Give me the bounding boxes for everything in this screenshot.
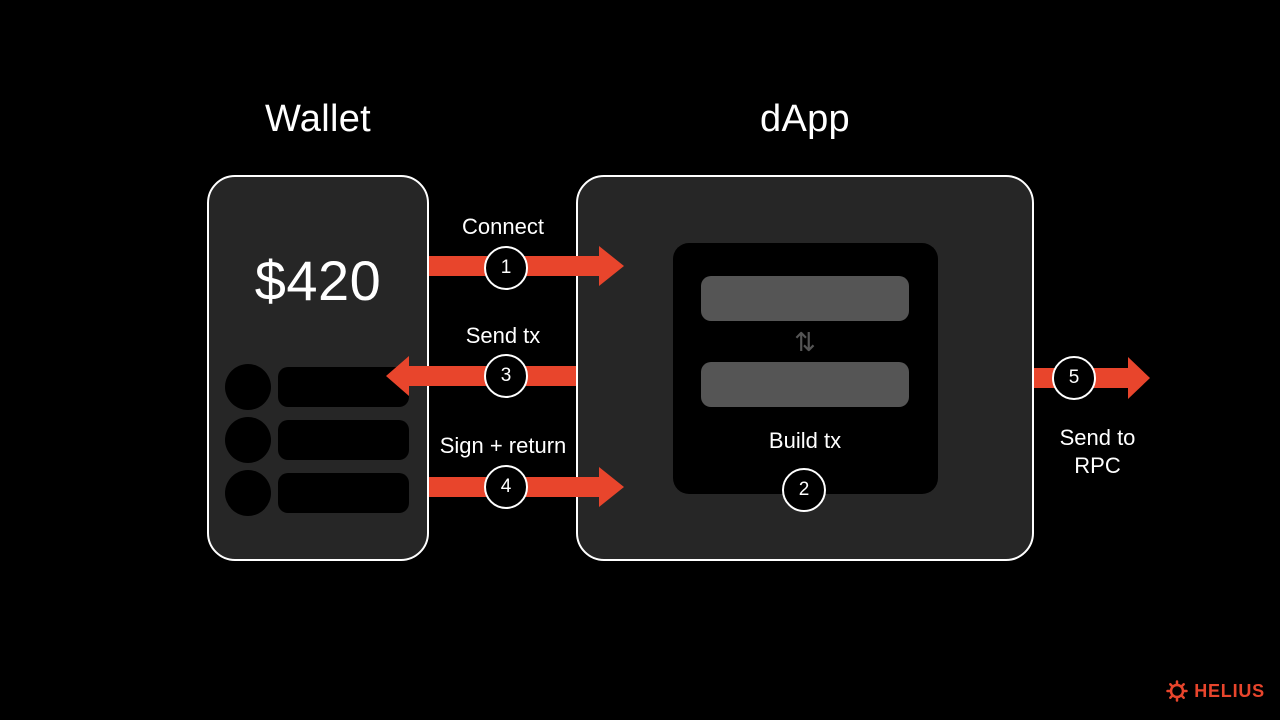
step-4-badge: 4: [484, 465, 528, 509]
step-send-rpc-label-line1: Send to: [1059, 425, 1136, 450]
step-5-badge: 5: [1052, 356, 1096, 400]
step-2-badge: 2: [782, 468, 826, 512]
wallet-token-avatar: [225, 470, 271, 516]
wallet-token-avatar: [225, 417, 271, 463]
step-send-rpc-label-line2: RPC: [1074, 453, 1121, 478]
step-send-rpc-label: Send to RPC: [1040, 424, 1155, 480]
dapp-title: dApp: [760, 98, 850, 140]
helius-logo: HELIUS: [1166, 680, 1265, 702]
wallet-title: Wallet: [265, 98, 371, 140]
wallet-token-bar: [278, 367, 409, 407]
swap-input-field: [701, 276, 909, 321]
wallet-token-bar: [278, 420, 409, 460]
step-send-tx-label: Send tx: [465, 323, 541, 348]
wallet-token-avatar: [225, 364, 271, 410]
swap-output-field: [701, 362, 909, 407]
swap-arrows-icon: ⇅: [794, 327, 816, 357]
arrow-send-tx: [386, 356, 576, 396]
step-connect-label: Connect: [462, 214, 544, 239]
wallet-balance: $420: [254, 249, 382, 312]
helius-logo-icon: [1166, 680, 1188, 702]
step-sign-return-label: Sign + return: [439, 433, 567, 458]
step-1-badge: 1: [484, 246, 528, 290]
wallet-token-bar: [278, 473, 409, 513]
build-tx-label: Build tx: [768, 428, 842, 453]
step-3-badge: 3: [484, 354, 528, 398]
helius-logo-text: HELIUS: [1194, 680, 1265, 701]
